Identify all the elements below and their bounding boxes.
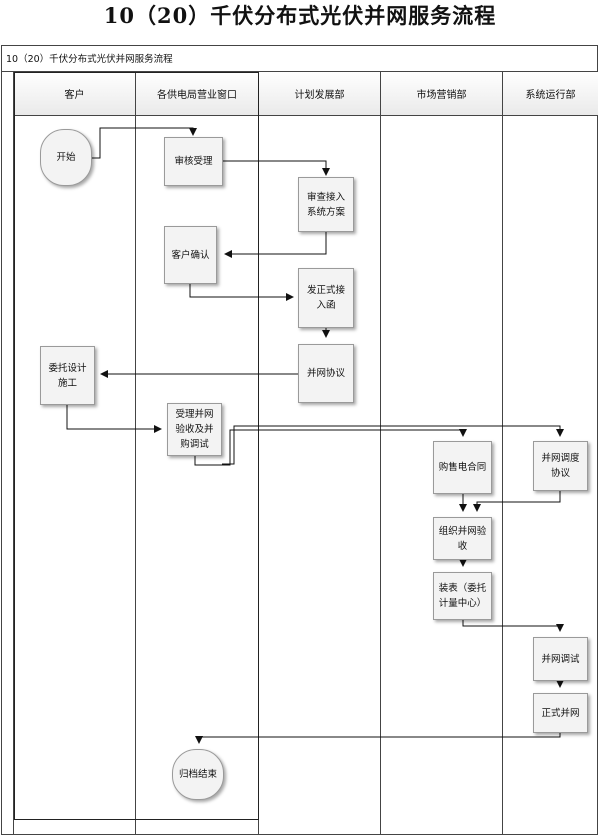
lane-header-operations: 系统运行部 (503, 72, 598, 116)
lane-marketing (381, 116, 503, 835)
lane-service-window (136, 116, 259, 835)
lane-left-strip (1, 72, 14, 835)
customer-confirm-node: 客户确认 (164, 226, 217, 284)
archive-end-node: 归档结束 (172, 749, 224, 800)
page-title: 10（20）千伏分布式光伏并网服务流程 (103, 3, 497, 28)
diagram-title-bar: 10（20）千伏分布式光伏并网服务流程 (1, 45, 598, 72)
lane-header-service-window: 各供电局营业窗口 (136, 72, 259, 116)
purchase-contract-node: 购售电合同 (433, 441, 492, 494)
lane-header-planning: 计划发展部 (259, 72, 381, 116)
lane-header-marketing: 市场营销部 (381, 72, 503, 116)
check-scheme-node: 审查接入系统方案 (298, 177, 354, 232)
grid-test-node: 并网调试 (533, 637, 588, 681)
organize-acceptance-node: 组织并网验收 (433, 517, 492, 560)
formal-grid-node: 正式并网 (533, 693, 588, 733)
install-meter-node: 装表（委托计量中心） (433, 572, 492, 620)
lane-planning (259, 116, 381, 835)
lane-header-customer: 客户 (14, 72, 136, 116)
issue-letter-node: 发正式接入函 (298, 268, 354, 328)
grid-agreement-node: 并网协议 (298, 344, 354, 403)
acceptance-commissioning-node: 受理并网验收及并购调试 (167, 403, 222, 456)
review-accept-node: 审核受理 (164, 137, 223, 186)
start-node: 开始 (40, 129, 92, 186)
diagram-title: 10（20）千伏分布式光伏并网服务流程 (6, 54, 173, 65)
dispatch-agreement-node: 并网调度协议 (533, 441, 588, 491)
lane-customer (14, 116, 136, 835)
swimlane-frame (1, 45, 598, 835)
entrust-design-node: 委托设计施工 (40, 346, 95, 405)
